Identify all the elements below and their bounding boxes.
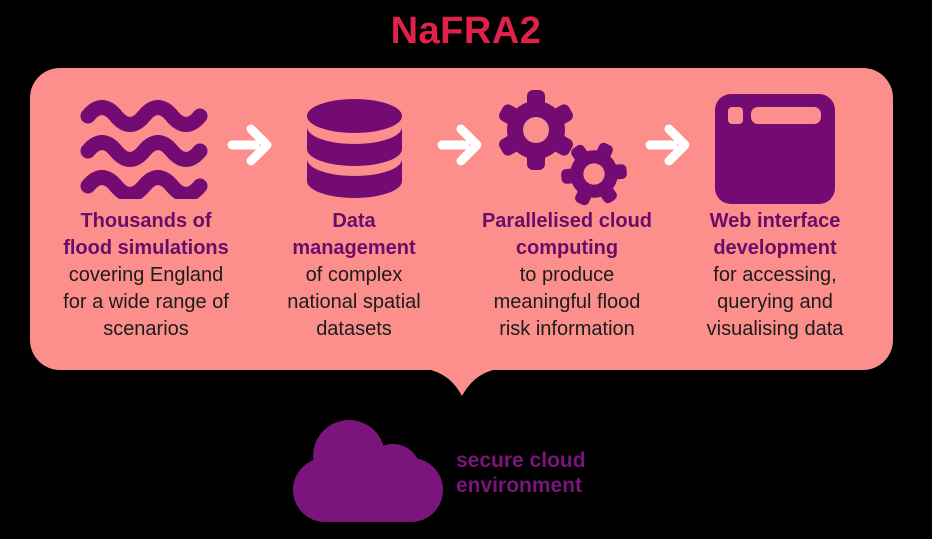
arrow-right-icon: [227, 124, 272, 166]
cloud-icon: [293, 420, 443, 522]
step-body: of complex national spatial datasets: [287, 264, 421, 340]
step-data-management: Data management of complex national spat…: [259, 68, 449, 370]
arrow-right-icon: [437, 124, 482, 166]
step-body: to produce meaningful flood risk informa…: [493, 264, 641, 340]
step-heading: Thousands of flood simulations: [63, 210, 229, 259]
page-title: NaFRA2: [390, 10, 542, 52]
step-web-interface: Web interface development for accessing,…: [675, 68, 875, 370]
secure-cloud-label: secure cloud environment: [456, 449, 586, 497]
gears-icon: [467, 90, 667, 208]
step-heading: Parallelised cloud computing: [481, 210, 653, 259]
step-flood-simulations: Thousands of flood simulations covering …: [46, 68, 246, 370]
step-heading: Web interface development: [709, 210, 841, 259]
browser-icon: [675, 90, 875, 208]
step-body: covering England for a wide range of sce…: [63, 264, 229, 340]
database-icon: [259, 90, 449, 208]
arrow-right-icon: [645, 124, 690, 166]
waves-icon: [46, 90, 246, 208]
panel-pointer-tail: [422, 368, 502, 396]
step-body: for accessing, querying and visualising …: [706, 264, 844, 340]
step-cloud-computing: Parallelised cloud computing to produce …: [467, 68, 667, 370]
step-heading: Data management: [292, 210, 416, 259]
process-panel: Thousands of flood simulations covering …: [30, 68, 893, 370]
